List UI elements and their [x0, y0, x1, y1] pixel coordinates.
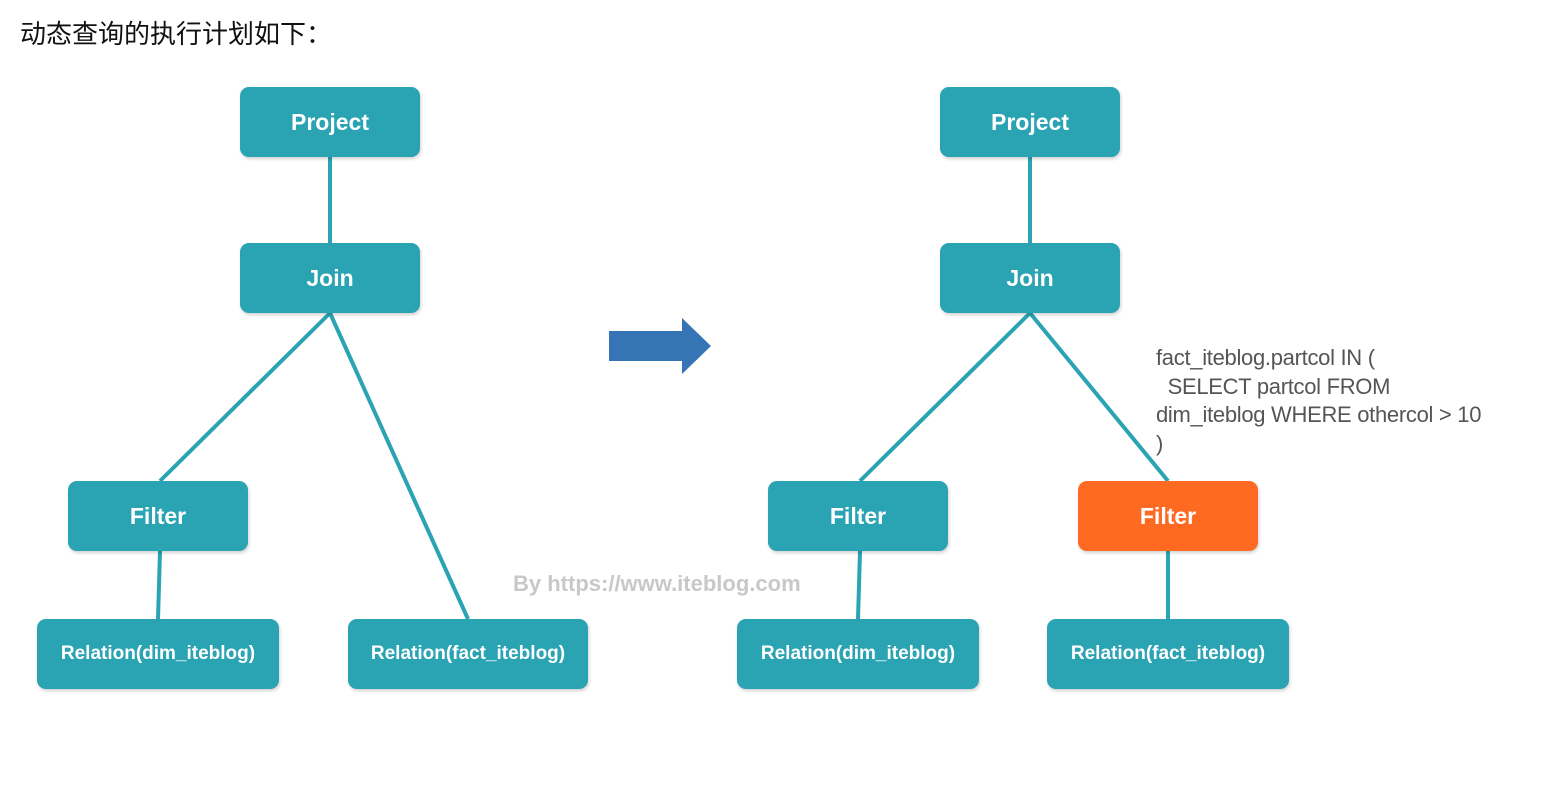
right-relation-dim-node: Relation(dim_iteblog) — [737, 619, 979, 689]
right-relation-fact-node: Relation(fact_iteblog) — [1047, 619, 1289, 689]
left-relation-dim-node: Relation(dim_iteblog) — [37, 619, 279, 689]
left-relation-fact-node: Relation(fact_iteblog) — [348, 619, 588, 689]
right-join-node: Join — [940, 243, 1120, 313]
edge-left-join-filter — [158, 311, 332, 483]
edge-right-join-filter-left — [858, 311, 1032, 483]
edge-right-join-filter-right — [1028, 311, 1170, 483]
watermark: By https://www.iteblog.com — [513, 571, 801, 596]
right-project-node: Project — [940, 87, 1120, 157]
right-filter-right-node-highlighted: Filter — [1078, 481, 1258, 551]
edge-left-filter-relation-dim — [156, 550, 162, 620]
edge-left-join-relation-fact — [328, 312, 470, 620]
page-heading: 动态查询的执行计划如下： — [20, 20, 333, 50]
left-project-node: Project — [240, 87, 420, 157]
left-join-node: Join — [240, 243, 420, 313]
subquery-annotation: fact_iteblog.partcol IN ( SELECT partcol… — [1156, 345, 1482, 456]
right-arrow-icon — [609, 318, 711, 374]
edge-right-filter-relation-dim — [856, 550, 862, 620]
left-filter-node: Filter — [68, 481, 248, 551]
right-filter-left-node: Filter — [768, 481, 948, 551]
